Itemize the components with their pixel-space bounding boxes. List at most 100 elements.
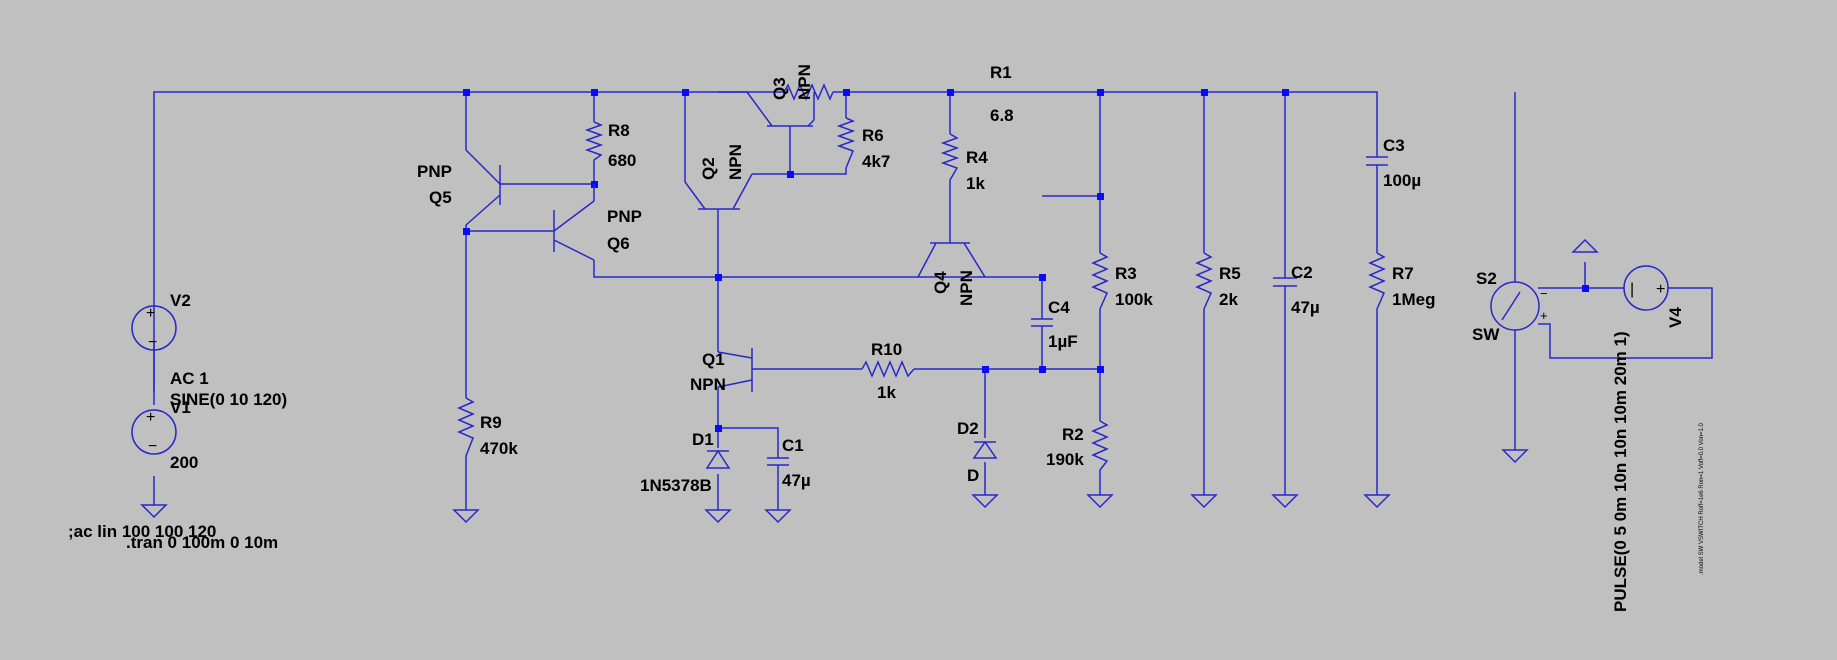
svg-text:+: +: [146, 409, 155, 426]
value-r9: 470k: [480, 439, 518, 458]
value-r4: 1k: [966, 174, 985, 193]
label-v2: V2: [170, 291, 191, 310]
label-v1: V1: [170, 398, 191, 417]
ground-r5: [1190, 494, 1218, 509]
svg-text:+: +: [1656, 281, 1665, 298]
label-s2: S2: [1476, 269, 1497, 288]
transistor-q1: [717, 348, 762, 392]
svg-text:+: +: [1540, 308, 1548, 323]
label-c4: C4: [1048, 298, 1070, 317]
value-v1: 200: [170, 453, 198, 472]
component-labels: R8 680 R6 4k7 R1 6.8 R4 1k R3 100k R5 2k…: [68, 63, 1705, 612]
source-signs: + − + − + | − +: [146, 281, 1665, 455]
label-r3: R3: [1115, 264, 1137, 283]
label-c2: C2: [1291, 263, 1313, 282]
source-v2: [131, 305, 177, 351]
value-c4: 1µF: [1048, 332, 1078, 351]
spice-model-directive: .model SW VSWITCH Roff=1e6 Ron=1 Voff=0.…: [1699, 422, 1705, 575]
ground-r9: [452, 509, 480, 524]
value-r10: 1k: [877, 383, 896, 402]
label-v2-sine: SINE(0 10 120): [170, 390, 287, 409]
diodes: [705, 440, 998, 469]
value-r6: 4k7: [862, 152, 890, 171]
capacitors: [767, 156, 1388, 470]
resistor-r2: [1091, 420, 1109, 471]
label-r8: R8: [608, 121, 630, 140]
value-d2: D: [967, 466, 979, 485]
label-q3-type: NPN: [795, 64, 814, 100]
label-r10: R10: [871, 340, 902, 359]
value-r1: 6.8: [990, 106, 1014, 125]
zener-d1: [705, 449, 731, 469]
label-q6-type: PNP: [607, 207, 642, 226]
value-r5: 2k: [1219, 290, 1238, 309]
value-c3: 100µ: [1383, 171, 1421, 190]
label-r4: R4: [966, 148, 988, 167]
svg-text:−: −: [148, 334, 157, 351]
label-q5-type: PNP: [417, 162, 452, 181]
ground-c1: [764, 509, 792, 524]
label-c3: C3: [1383, 136, 1405, 155]
source-v4: [1623, 265, 1669, 311]
label-q2: Q2: [699, 157, 718, 180]
spice-ac-directive: ;ac lin 100 100 120: [68, 522, 216, 541]
transistor-q4: [917, 242, 986, 278]
ground-r2: [1086, 494, 1114, 509]
svg-text:+: +: [146, 305, 155, 322]
resistor-r10: [861, 360, 915, 378]
ground-d1: [704, 509, 732, 524]
transistor-q5: [465, 149, 501, 226]
ground-r7: [1363, 494, 1391, 509]
resistor-r3: [1091, 252, 1109, 310]
svg-text:−: −: [1540, 286, 1548, 301]
label-q1-type: NPN: [690, 375, 726, 394]
spice-tran-directive: .tran 0 100m 0 10m: [126, 533, 278, 552]
ground-v4-neg: [1571, 238, 1599, 253]
label-r5: R5: [1219, 264, 1241, 283]
wires: [153, 91, 1713, 510]
ground-s2: [1501, 449, 1529, 464]
svg-text:−: −: [148, 438, 157, 455]
label-q4: Q4: [931, 271, 950, 294]
sources: [131, 265, 1669, 455]
resistor-r5: [1195, 252, 1213, 310]
value-r8: 680: [608, 151, 636, 170]
resistor-r4: [940, 133, 960, 181]
switch-s2: [1490, 281, 1540, 331]
resistors: [457, 83, 1386, 471]
value-r2: 190k: [1046, 450, 1084, 469]
source-v1: [131, 409, 177, 455]
label-d1: D1: [692, 430, 714, 449]
value-r3: 100k: [1115, 290, 1153, 309]
value-d1: 1N5378B: [640, 476, 712, 495]
value-r7: 1Meg: [1392, 290, 1435, 309]
svg-text:|: |: [1630, 281, 1634, 298]
grounds: [140, 238, 1599, 524]
label-q4-type: NPN: [957, 270, 976, 306]
capacitor-c2: [1273, 277, 1297, 296]
resistor-r6: [836, 117, 856, 169]
label-r1: R1: [990, 63, 1012, 82]
label-v2-ac: AC 1: [170, 369, 209, 388]
label-r2: R2: [1062, 425, 1084, 444]
resistor-r1: [783, 83, 834, 101]
label-d2: D2: [957, 419, 979, 438]
transistor-q2: [684, 173, 753, 210]
value-c2: 47µ: [1291, 298, 1320, 317]
ground-d2: [971, 494, 999, 509]
label-r6: R6: [862, 126, 884, 145]
transistors: [465, 91, 986, 392]
ground-v1: [140, 504, 168, 519]
capacitor-c3: [1366, 156, 1388, 166]
label-r7: R7: [1392, 264, 1414, 283]
resistor-r8: [584, 121, 604, 161]
diode-d2: [972, 440, 998, 459]
label-q5: Q5: [429, 188, 452, 207]
resistor-r7: [1368, 252, 1386, 310]
transistor-q3: [746, 91, 815, 127]
label-q2-type: NPN: [726, 144, 745, 180]
capacitor-c1: [767, 450, 789, 470]
label-q1: Q1: [702, 350, 725, 369]
resistor-r9: [457, 397, 475, 457]
